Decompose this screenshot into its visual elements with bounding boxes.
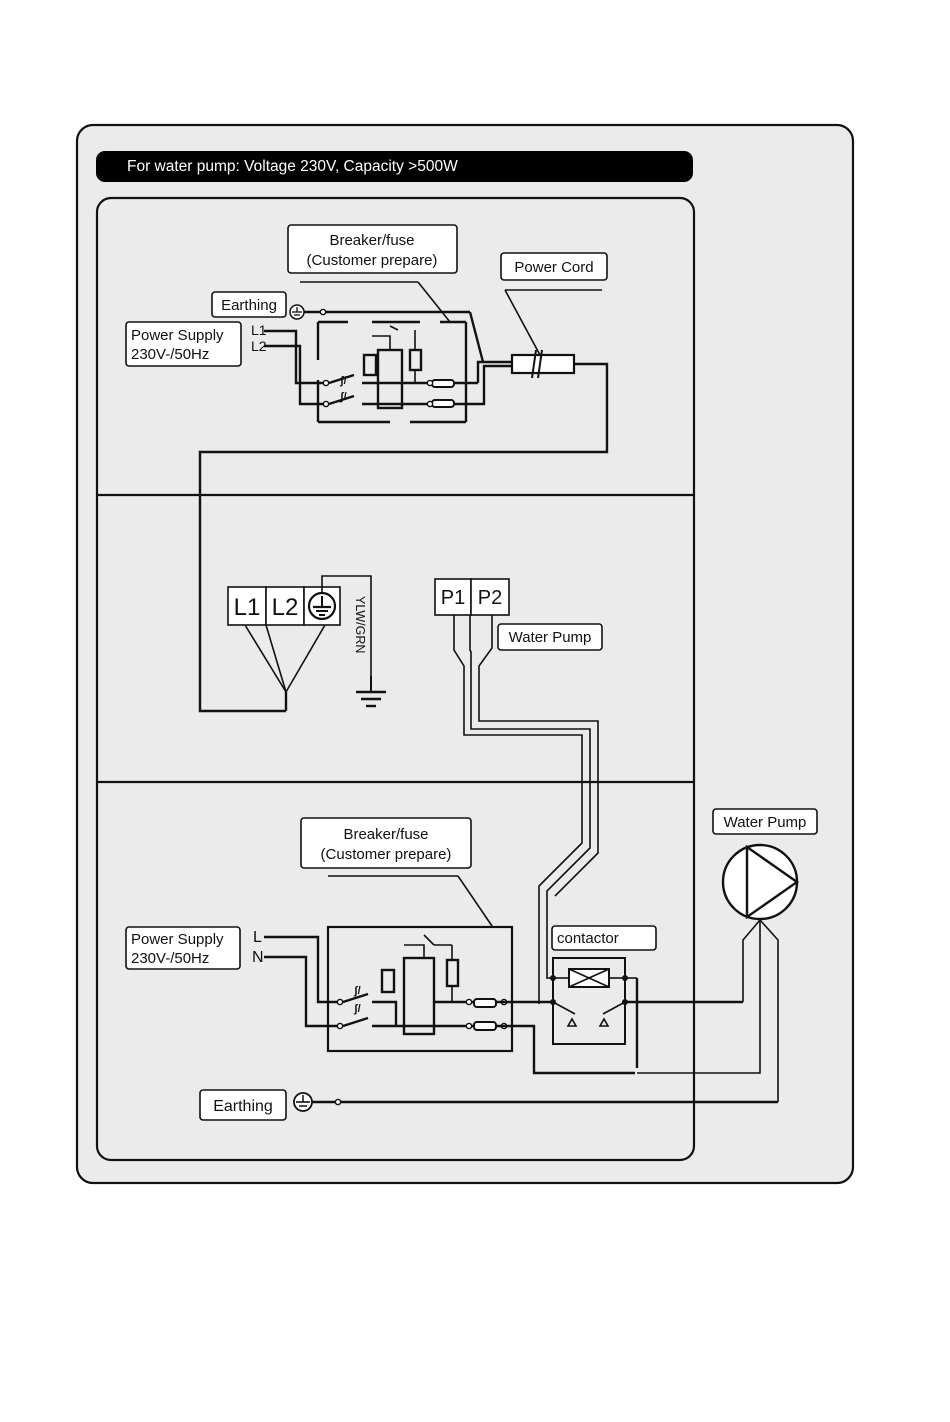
terminal-block-pump: P1 P2 (435, 579, 509, 615)
header-title: For water pump: Voltage 230V, Capacity >… (127, 158, 458, 175)
earth-symbol-icon (290, 305, 304, 319)
l-label: L (253, 929, 262, 946)
water-pump-label-ext: Water Pump (724, 814, 807, 831)
breaker-label-3-line2: (Customer prepare) (321, 846, 452, 863)
power-cord-icon (512, 355, 574, 373)
pump-symbol-icon (723, 845, 797, 919)
power-supply-3-line1: Power Supply (131, 931, 224, 948)
contactor-coil-icon (569, 969, 609, 987)
power-cord-label: Power Cord (514, 259, 593, 276)
svg-text:ʃ/: ʃ/ (353, 985, 361, 997)
breaker-label-line1: Breaker/fuse (329, 232, 414, 249)
power-supply-3-line2: 230V-/50Hz (131, 950, 209, 967)
svg-text:ʃ/: ʃ/ (353, 1003, 361, 1015)
terminal-l1: L1 (234, 594, 261, 621)
earthing-label: Earthing (221, 297, 277, 314)
terminal-p2: P2 (478, 587, 502, 609)
breaker-label-3-line1: Breaker/fuse (343, 826, 428, 843)
wire-color-label: YLW/GRN (353, 596, 367, 653)
earthing-label-3: Earthing (213, 1098, 273, 1115)
terminal-l2: L2 (272, 594, 299, 621)
terminal-earth-icon (309, 593, 335, 619)
earth-symbol-icon-3 (294, 1093, 312, 1111)
power-supply-line1: Power Supply (131, 327, 224, 344)
breaker-label-line2: (Customer prepare) (307, 252, 438, 269)
power-supply-line2: 230V-/50Hz (131, 346, 209, 363)
terminal-p1: P1 (441, 587, 465, 609)
water-pump-label-2: Water Pump (509, 629, 592, 646)
n-label: N (252, 949, 264, 966)
contactor-label: contactor (557, 930, 619, 947)
